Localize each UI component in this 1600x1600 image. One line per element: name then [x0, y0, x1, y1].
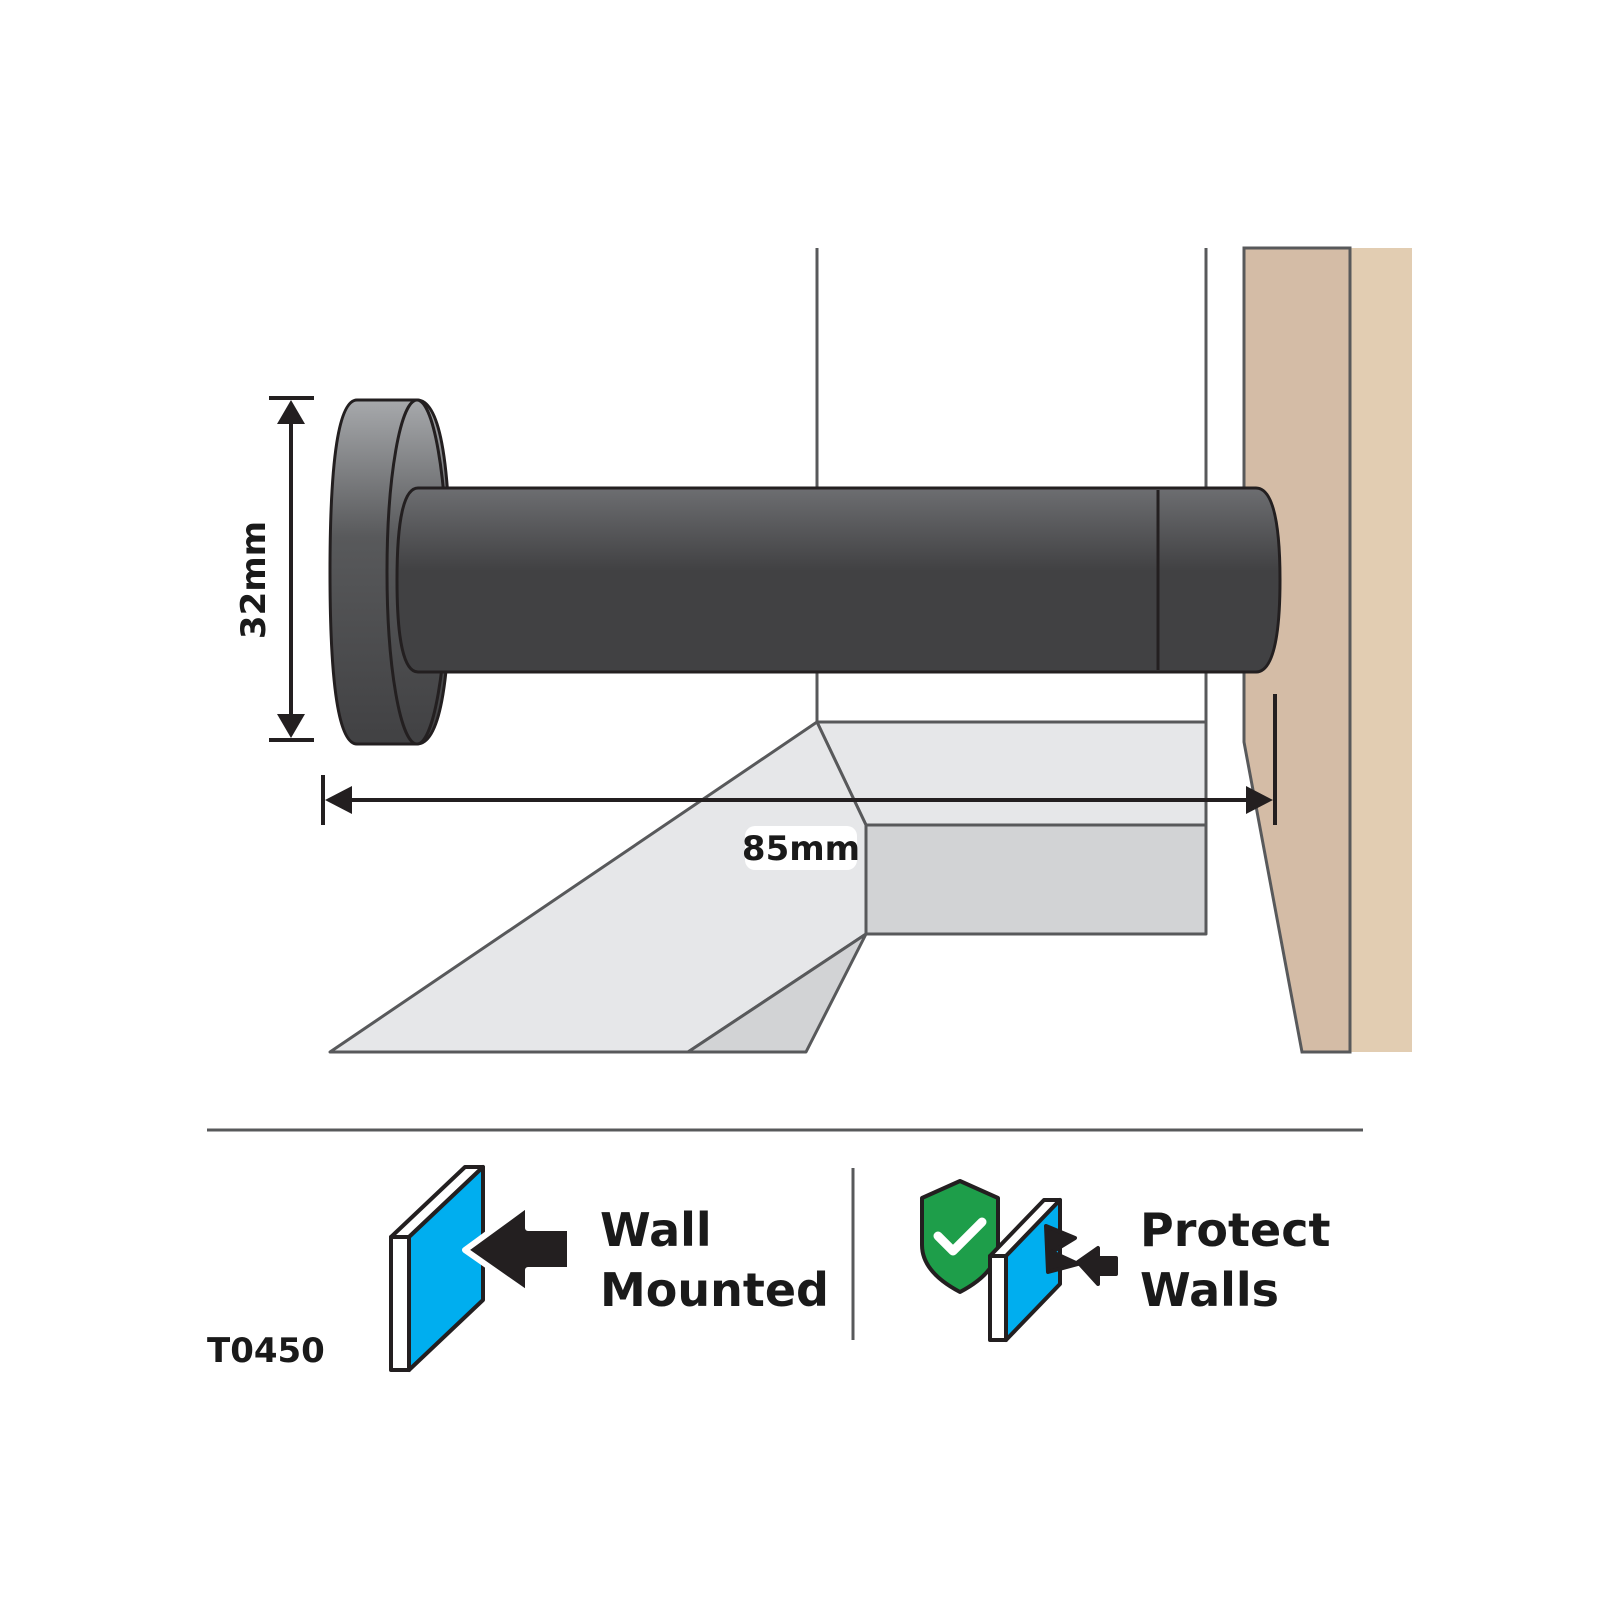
protect-walls-label-line1: Protect	[1140, 1203, 1330, 1257]
wall-mounted-icon	[389, 1165, 573, 1372]
protect-walls-label-line2: Walls	[1140, 1263, 1279, 1317]
wall-mounted-label-line1: Wall	[600, 1203, 712, 1257]
wall	[1242, 246, 1412, 1054]
length-dimension	[321, 694, 1277, 825]
product-code: T0450	[207, 1331, 325, 1371]
stopper-body	[395, 486, 1282, 674]
wall-mounted-label-line2: Mounted	[600, 1263, 829, 1317]
length-label: 85mm	[742, 829, 860, 869]
protect-walls-icon	[920, 1179, 1118, 1342]
height-label: 32mm	[234, 521, 274, 639]
height-dimension	[269, 396, 314, 742]
door-stopper	[328, 398, 1282, 746]
floor-surface	[328, 720, 1208, 1054]
length-label-background	[745, 826, 857, 870]
